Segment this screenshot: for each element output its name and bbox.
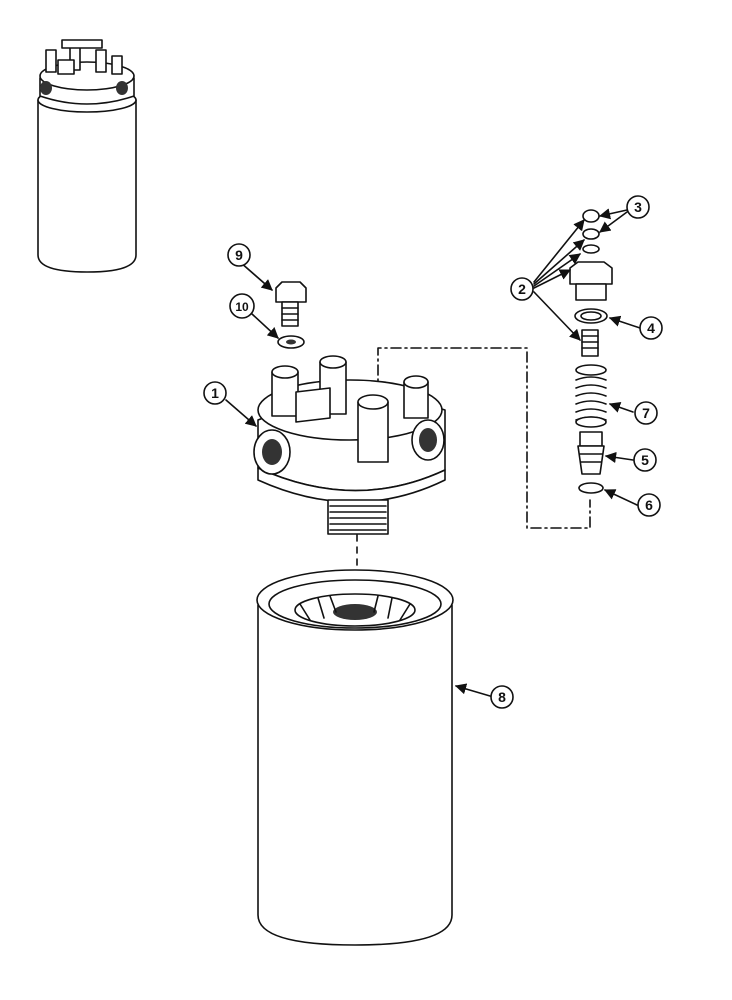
callout-3: 3 xyxy=(626,195,650,219)
assembled-filter-thumbnail xyxy=(37,39,137,273)
cap-screw xyxy=(275,281,307,327)
svg-text:8: 8 xyxy=(498,689,506,705)
callout-5: 5 xyxy=(633,448,657,472)
callout-8: 8 xyxy=(490,685,514,709)
svg-text:4: 4 xyxy=(647,320,655,336)
relief-valve-parts xyxy=(569,209,613,494)
svg-text:7: 7 xyxy=(642,405,650,421)
filter-head xyxy=(253,355,446,535)
svg-text:5: 5 xyxy=(641,452,649,468)
washer xyxy=(277,335,305,349)
svg-text:9: 9 xyxy=(235,247,243,263)
callout-4: 4 xyxy=(639,316,663,340)
callout-6: 6 xyxy=(637,493,661,517)
callout-10: 10 xyxy=(229,293,255,319)
callout-1: 1 xyxy=(203,381,227,405)
callout-9: 9 xyxy=(227,243,251,267)
svg-text:3: 3 xyxy=(634,199,642,215)
filter-element xyxy=(256,569,454,946)
flow-line xyxy=(377,347,591,529)
svg-text:2: 2 xyxy=(518,281,526,297)
svg-text:1: 1 xyxy=(211,385,219,401)
svg-text:6: 6 xyxy=(645,497,653,513)
callout-2: 2 xyxy=(510,277,534,301)
callout-7: 7 xyxy=(634,401,658,425)
leader-arrows xyxy=(225,208,641,697)
svg-text:10: 10 xyxy=(235,300,249,314)
